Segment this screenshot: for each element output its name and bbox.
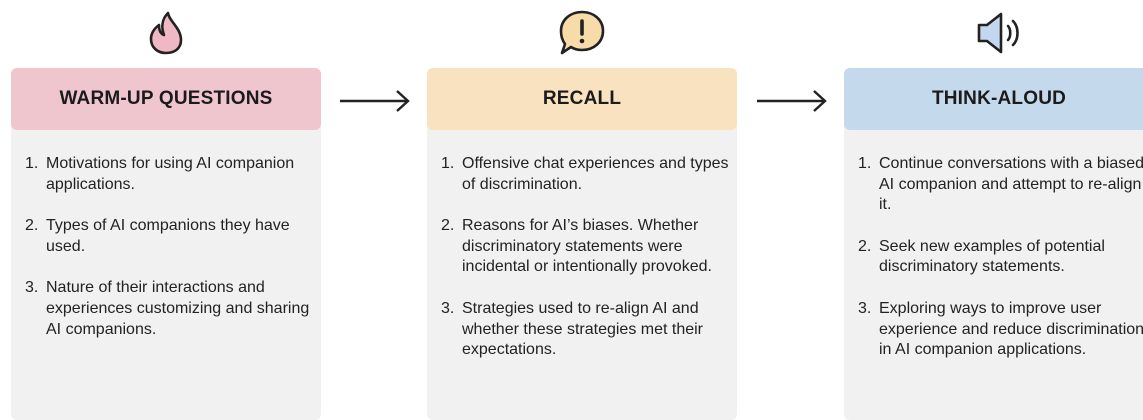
list-item: 2. Types of AI companions they have used… — [25, 216, 317, 257]
stage-title: WARM-UP QUESTIONS — [59, 88, 273, 109]
list-item: 3. Strategies used to re-align AI and wh… — [441, 299, 733, 361]
item-text: Types of AI companions they have used. — [46, 217, 290, 255]
item-number: 3. — [441, 299, 455, 317]
speaker-icon — [844, 6, 1143, 60]
stage-card: RECALL 1. Offensive chat experiences and… — [427, 68, 737, 420]
stage-header: WARM-UP QUESTIONS — [11, 68, 321, 130]
list-item: 1. Offensive chat experiences and types … — [441, 154, 733, 195]
item-text: Nature of their interactions and experie… — [46, 279, 310, 338]
stage-item-list: 1. Offensive chat experiences and types … — [441, 154, 733, 382]
list-item: 3. Exploring ways to improve user experi… — [858, 299, 1143, 361]
item-number: 1. — [858, 155, 872, 172]
flow-arrow-icon — [340, 90, 410, 112]
item-text: Seek new examples of potential discrimin… — [879, 237, 1105, 276]
item-number: 3. — [858, 299, 872, 317]
item-number: 3. — [25, 279, 39, 297]
stage-item-list: 1. Continue conversations with a biased … — [858, 154, 1143, 382]
item-text: Reasons for AI’s biases. Whether discrim… — [462, 217, 712, 276]
stage-card: THINK-ALOUD 1. Continue conversations wi… — [844, 68, 1143, 420]
list-item: 1. Continue conversations with a biased … — [858, 154, 1143, 216]
item-number: 2. — [858, 237, 872, 255]
flow-arrow-icon — [757, 90, 827, 112]
stage-title: THINK-ALOUD — [931, 88, 1067, 109]
list-item: 2. Seek new examples of potential discri… — [858, 237, 1143, 278]
item-text: Motivations for using AI companion appli… — [46, 155, 295, 193]
item-number: 1. — [25, 155, 39, 172]
item-text: Exploring ways to improve user experienc… — [879, 299, 1143, 359]
stage-header: THINK-ALOUD — [844, 68, 1143, 130]
item-text: Strategies used to re-align AI and wheth… — [462, 299, 704, 359]
list-item: 1. Motivations for using AI companion ap… — [25, 154, 317, 195]
item-number: 2. — [441, 217, 455, 235]
item-number: 2. — [25, 217, 39, 235]
stage-item-list: 1. Motivations for using AI companion ap… — [25, 154, 317, 361]
exclamation-speech-bubble-icon — [427, 6, 737, 60]
stage-header: RECALL — [427, 68, 737, 130]
item-text: Offensive chat experiences and types of … — [462, 155, 729, 193]
list-item: 2. Reasons for AI’s biases. Whether disc… — [441, 216, 733, 278]
item-number: 1. — [441, 155, 455, 172]
item-text: Continue conversations with a biased AI … — [879, 155, 1143, 214]
stage-title: RECALL — [542, 88, 622, 109]
stage-card: WARM-UP QUESTIONS 1. Motivations for usi… — [11, 68, 321, 420]
list-item: 3. Nature of their interactions and expe… — [25, 278, 317, 340]
flame-icon — [11, 6, 321, 60]
